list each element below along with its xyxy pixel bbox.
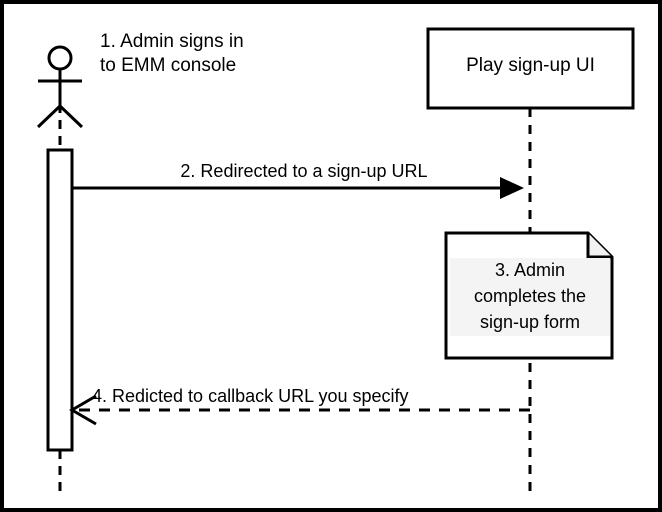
note-line-2: completes the: [450, 283, 610, 310]
message-4-arrow[interactable]: [69, 394, 530, 426]
step-1-annotation: 1. Admin signs in to EMM console: [100, 30, 310, 77]
message-2-label: 2. Redirected to a sign-up URL: [180, 161, 428, 181]
participant-label-play-signup-ui: Play sign-up UI: [466, 55, 595, 76]
actor-activation-bar: [46, 148, 74, 452]
step-1-line-1: 1. Admin signs in: [100, 31, 244, 52]
actor-stick-figure-icon: [36, 45, 84, 129]
message-4-label: 4. Redicted to callback URL you specify: [92, 386, 409, 406]
note-step-3-text: 3. Admin completes the sign-up form: [450, 258, 610, 336]
message-2-arrow[interactable]: [72, 177, 524, 199]
note-line-1: 3. Admin: [450, 258, 610, 284]
note-line-3: sign-up form: [450, 309, 610, 336]
step-1-line-2: to EMM console: [100, 54, 237, 76]
